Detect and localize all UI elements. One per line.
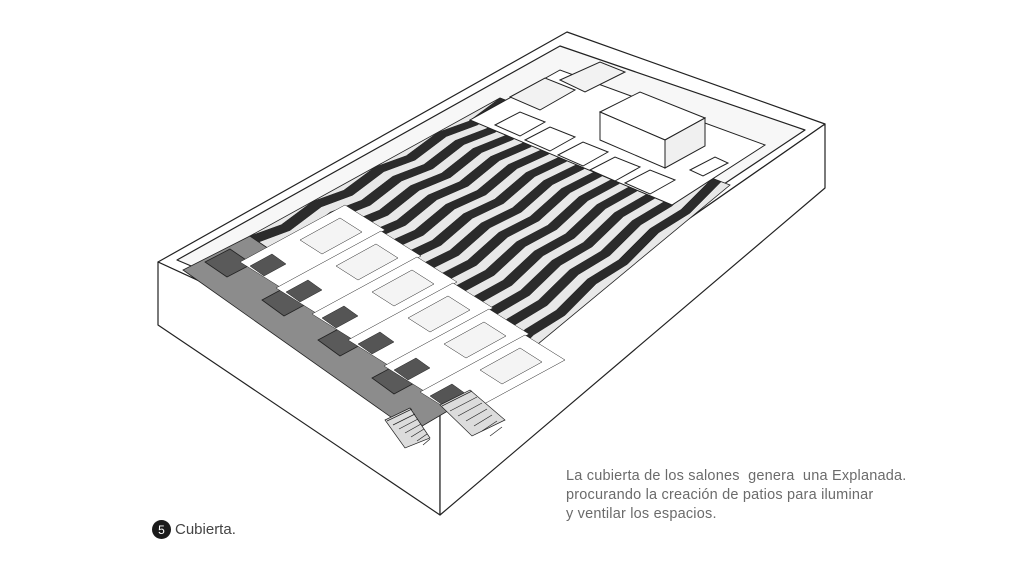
roof-light bbox=[443, 321, 507, 359]
patio-opening bbox=[357, 331, 395, 355]
classroom-roofs bbox=[239, 204, 566, 418]
stair-tread bbox=[386, 408, 413, 422]
paving-corridor bbox=[182, 235, 481, 433]
stair-tread bbox=[398, 418, 419, 430]
roof-light bbox=[299, 217, 363, 255]
classroom-roof bbox=[275, 230, 422, 314]
roof-light bbox=[407, 295, 471, 333]
patio-opening bbox=[393, 357, 431, 381]
roof-light bbox=[479, 347, 543, 385]
description-line-2: procurando la creación de patios para il… bbox=[566, 487, 874, 503]
stair-tread bbox=[465, 408, 488, 422]
stair-tread bbox=[410, 428, 425, 438]
service-block bbox=[468, 61, 767, 206]
classroom-roof bbox=[347, 282, 494, 366]
roof-light bbox=[335, 243, 399, 281]
stair-tread bbox=[422, 438, 431, 446]
classroom-roof bbox=[311, 256, 458, 340]
step-title: Cubierta. bbox=[175, 521, 236, 538]
description-line-3: y ventilar los espacios. bbox=[566, 506, 717, 522]
classroom-roof bbox=[383, 308, 530, 392]
roof-light bbox=[371, 269, 435, 307]
step-number-badge: 5 bbox=[152, 520, 171, 539]
stair-tread bbox=[392, 413, 416, 426]
stair-tread bbox=[481, 420, 498, 432]
classroom-roof bbox=[239, 204, 386, 288]
patio-opening bbox=[321, 305, 359, 329]
stair-tread bbox=[473, 414, 493, 427]
stair-tread bbox=[416, 433, 428, 442]
stair-tread bbox=[441, 390, 473, 407]
stair-tread bbox=[489, 426, 503, 437]
description-line-1: La cubierta de los salones genera una Ex… bbox=[566, 468, 907, 484]
step-label-group: 5 Cubierta. bbox=[152, 520, 236, 539]
stairs bbox=[384, 389, 506, 449]
patio-opening bbox=[285, 279, 323, 303]
description-text: La cubierta de los salones genera una Ex… bbox=[566, 467, 907, 524]
stair-tread bbox=[449, 396, 478, 412]
stair-tread bbox=[404, 423, 422, 434]
roof-box bbox=[598, 91, 707, 169]
stair-tread bbox=[457, 402, 483, 417]
patio-opening bbox=[249, 253, 287, 277]
